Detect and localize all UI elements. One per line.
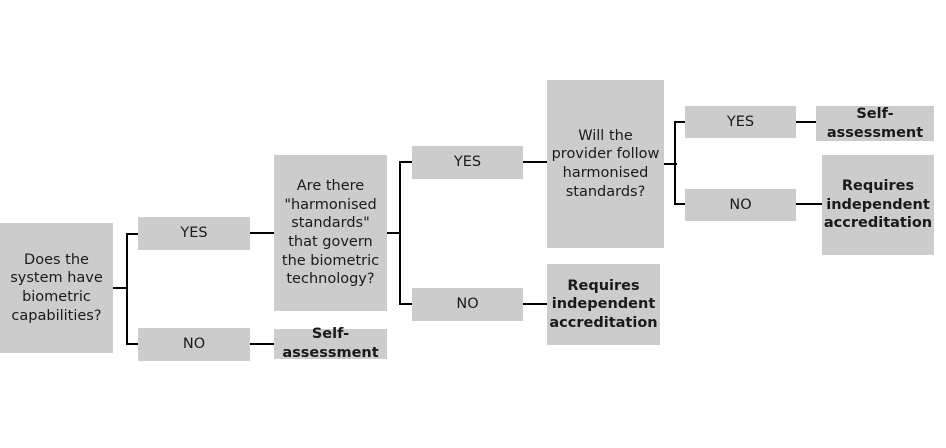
connector-q3no-to-outcome [796, 203, 822, 205]
connector-q3-vertical [674, 121, 676, 205]
connector-q2yes-to-q3 [523, 161, 548, 163]
connector-q3yes-to-outcome [796, 121, 820, 123]
node-outcome-q1no-self-assessment[interactable]: Self-assessment [274, 326, 387, 361]
connector-q2-to-yes [399, 161, 412, 163]
node-label-q2-no[interactable]: NO [412, 288, 523, 321]
node-label-q2-yes[interactable]: YES [412, 146, 523, 179]
connector-q2-stem [387, 232, 401, 234]
connector-q3-to-no [674, 203, 686, 205]
connector-q3-stem [664, 163, 677, 165]
node-label-q1-no[interactable]: NO [138, 328, 250, 361]
node-label-q3-no[interactable]: NO [685, 189, 796, 221]
node-outcome-q3yes-self-assessment[interactable]: Self-assessment [816, 106, 934, 141]
node-outcome-q2no-requires-accreditation[interactable]: Requires independent accreditation [547, 264, 660, 345]
connector-q1-to-yes [126, 233, 139, 235]
node-question-harmonised-standards[interactable]: Are there "harmonised standards" that go… [274, 155, 387, 311]
node-question-biometric-capabilities[interactable]: Does the system have biometric capabilit… [0, 223, 113, 353]
node-outcome-q3no-requires-accreditation[interactable]: Requires independent accreditation [822, 155, 934, 255]
connector-q1-stem [113, 287, 128, 289]
connector-q2-vertical [399, 161, 401, 304]
connector-q1-to-no [126, 343, 139, 345]
connector-q2no-to-outcome [523, 303, 548, 305]
node-label-q3-yes[interactable]: YES [685, 106, 796, 138]
connector-q1-vertical [126, 233, 128, 344]
connector-q1yes-to-q2 [250, 232, 275, 234]
connector-q2-to-no [399, 303, 412, 305]
node-question-provider-follow-standards[interactable]: Will the provider follow harmonised stan… [547, 80, 664, 248]
node-label-q1-yes[interactable]: YES [138, 217, 250, 250]
connector-q3-to-yes [674, 121, 686, 123]
connector-q1no-to-outcome [250, 343, 275, 345]
